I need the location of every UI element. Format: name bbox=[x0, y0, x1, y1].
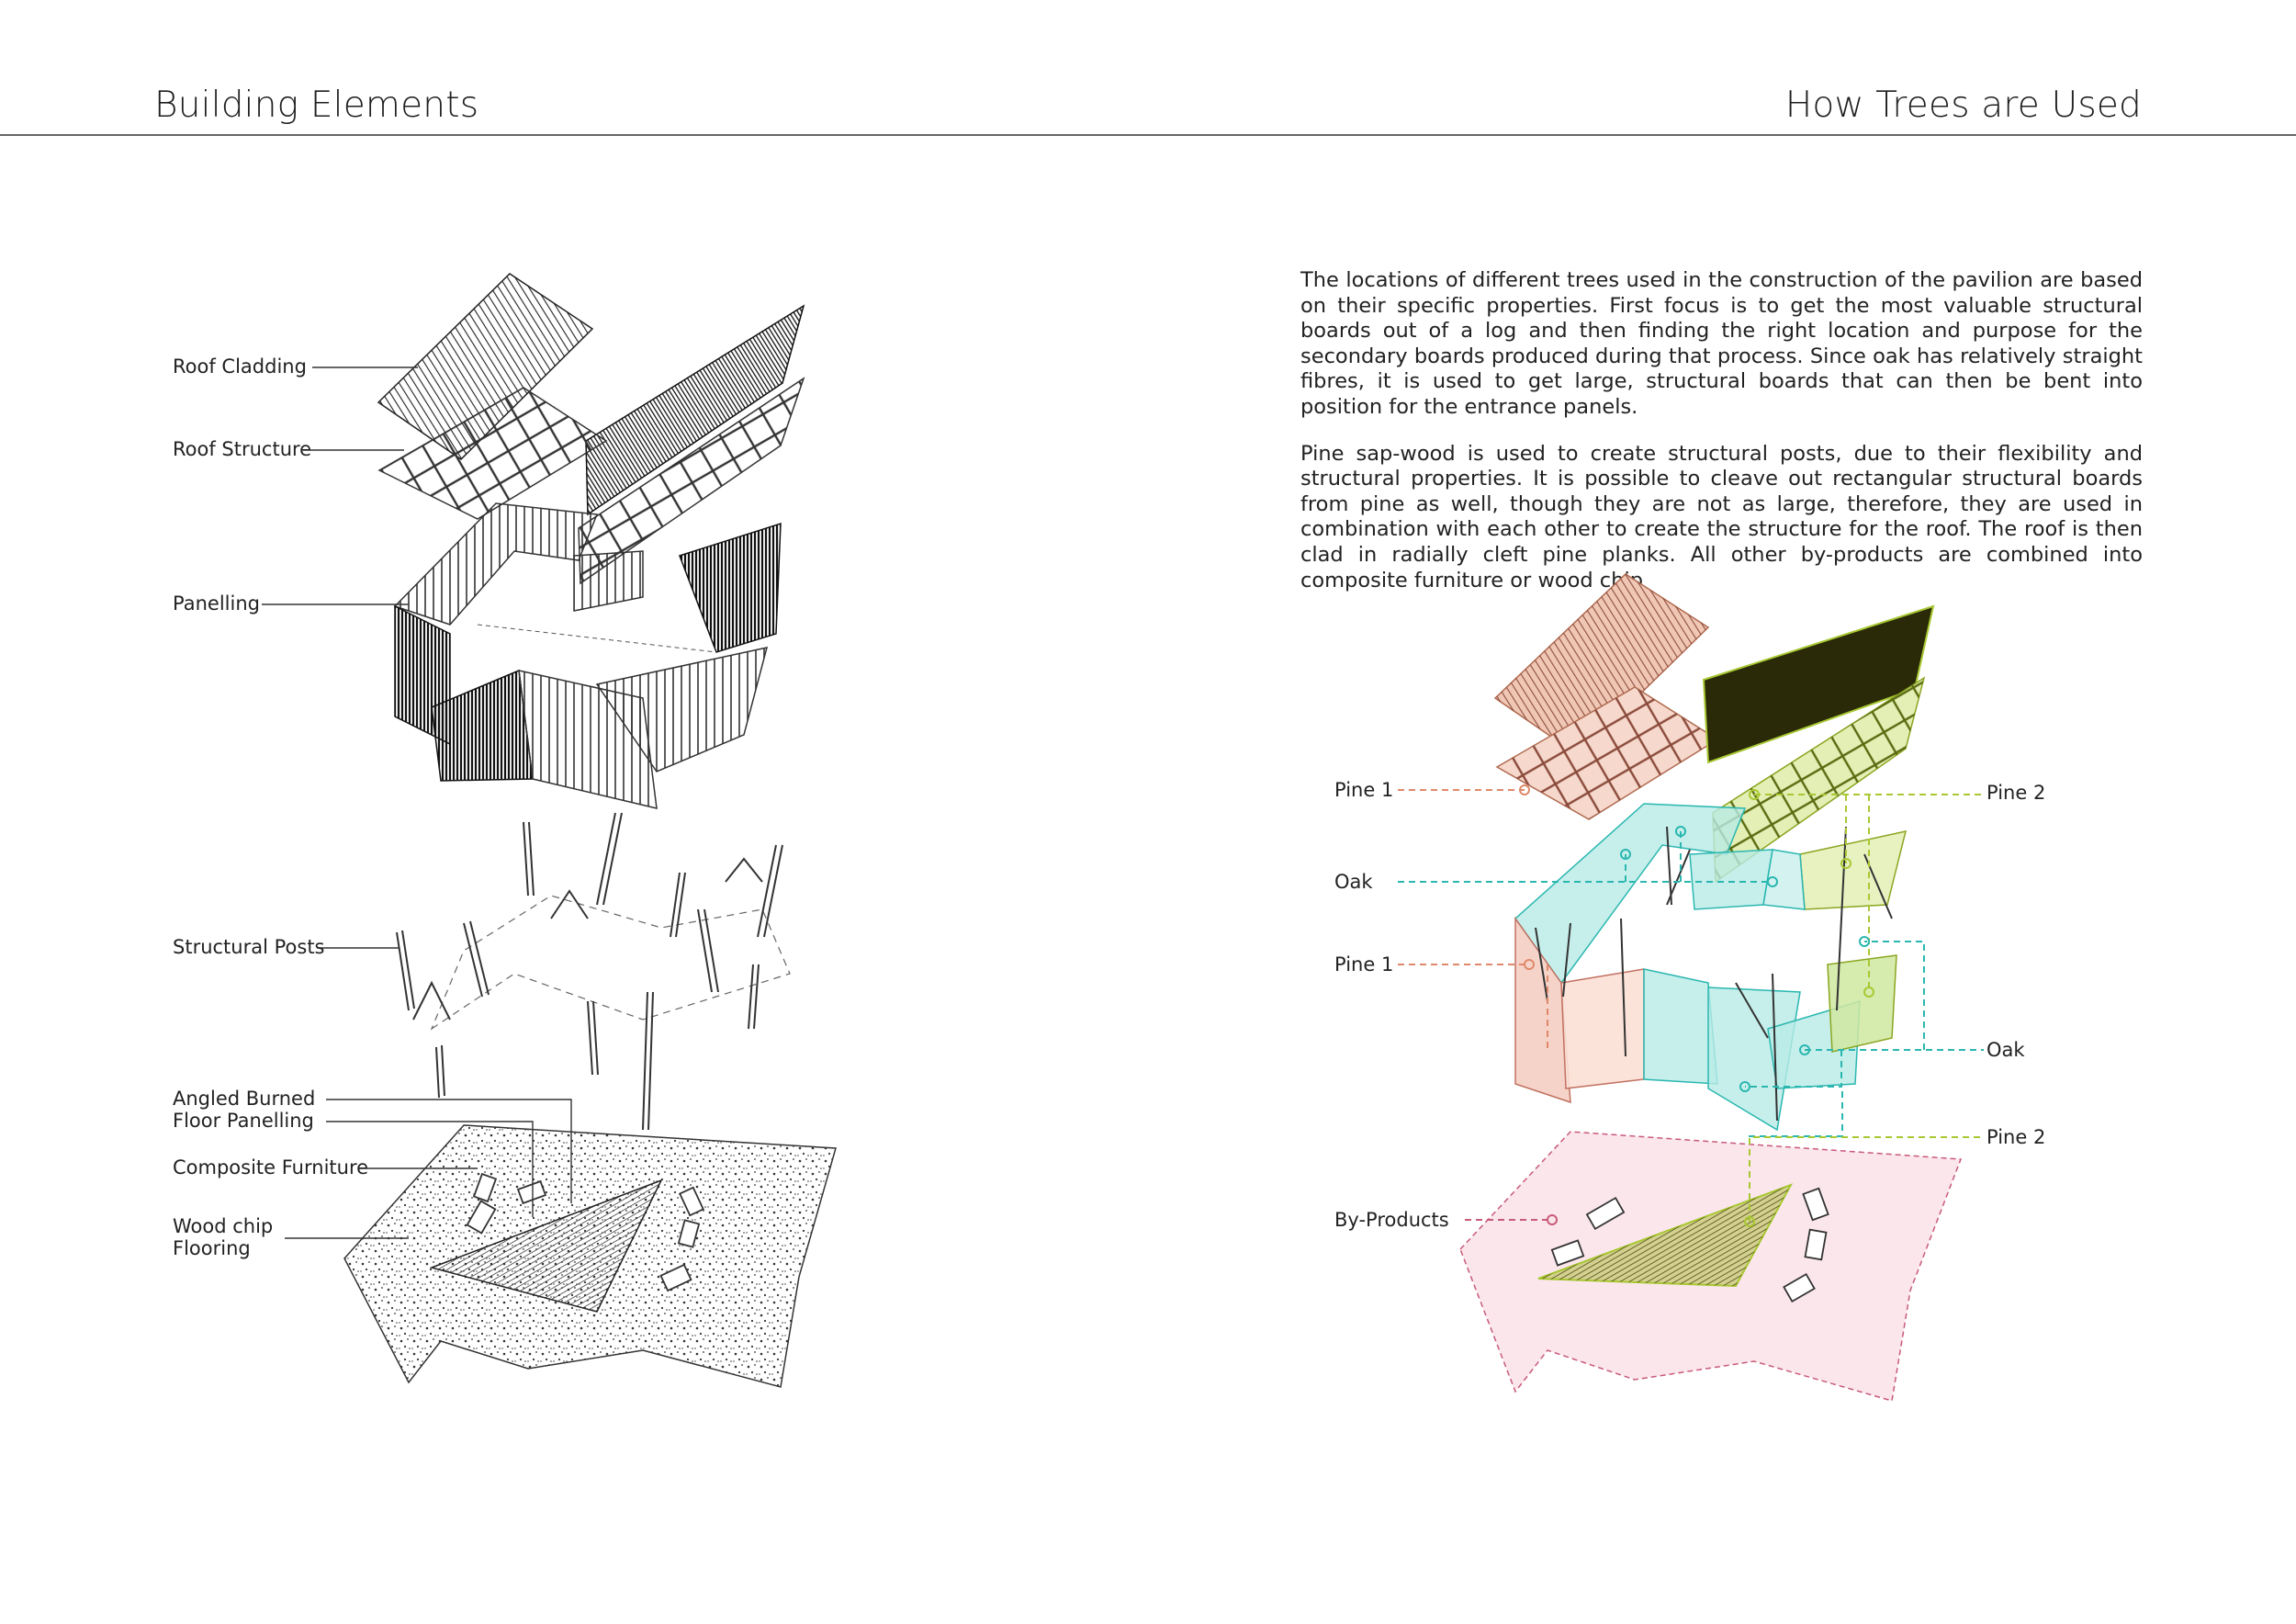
label-panelling: Panelling bbox=[173, 592, 260, 615]
roof-structure-drawing bbox=[377, 377, 805, 585]
header-rule bbox=[0, 134, 2296, 136]
label-oak-right: Oak bbox=[1986, 1039, 2025, 1061]
panels-drawing bbox=[1514, 803, 1908, 1132]
trees-diagram: Pine 1 Pine 2 Oak Pine 1 Oak Pine 2 By-P… bbox=[1334, 573, 2045, 1402]
label-floor-panelling-line1: Angled Burned bbox=[173, 1088, 315, 1110]
label-wood-chip-line2: Flooring bbox=[173, 1237, 251, 1259]
intro-paragraph-2: Pine sap-wood is used to create structur… bbox=[1300, 441, 2143, 592]
panelling-drawing bbox=[393, 502, 782, 809]
label-wood-chip-line1: Wood chip bbox=[173, 1215, 273, 1237]
label-by-products: By-Products bbox=[1334, 1209, 1449, 1231]
label-structural-posts: Structural Posts bbox=[173, 936, 325, 958]
posts-overlay bbox=[1535, 826, 1893, 1122]
tree-leader-lines bbox=[1398, 789, 1984, 1222]
label-pine2-roof: Pine 2 bbox=[1986, 782, 2045, 804]
roof-cladding-drawing bbox=[377, 273, 805, 516]
label-composite-furniture: Composite Furniture bbox=[173, 1156, 368, 1179]
label-floor-panelling-line2: Floor Panelling bbox=[173, 1110, 314, 1132]
label-roof-cladding: Roof Cladding bbox=[173, 355, 307, 378]
label-oak-top: Oak bbox=[1334, 871, 1373, 893]
label-pine1-roof: Pine 1 bbox=[1334, 779, 1393, 801]
label-pine2-floor: Pine 2 bbox=[1986, 1126, 2045, 1148]
byproducts-floor-drawing bbox=[1459, 1131, 1963, 1402]
building-elements-diagram: Roof Cladding Roof Structure Panelling S… bbox=[173, 273, 837, 1388]
pine2-roof-drawing bbox=[1702, 604, 1935, 884]
element-leader-lines bbox=[262, 367, 572, 1239]
label-pine1-panel: Pine 1 bbox=[1334, 953, 1393, 976]
structural-posts-drawing bbox=[396, 812, 791, 1131]
label-roof-structure: Roof Structure bbox=[173, 438, 311, 460]
tree-leader-markers bbox=[1519, 784, 1874, 1227]
page-title-right: How Trees are Used bbox=[1784, 85, 2142, 126]
wood-chip-floor-drawing bbox=[343, 1124, 837, 1388]
pine1-roof-drawing bbox=[1493, 573, 1719, 820]
tree-labels: Pine 1 Pine 2 Oak Pine 1 Oak Pine 2 By-P… bbox=[1334, 779, 2045, 1231]
page-title-left: Building Elements bbox=[154, 85, 479, 126]
element-labels: Roof Cladding Roof Structure Panelling S… bbox=[173, 355, 368, 1259]
intro-paragraph-1: The locations of different trees used in… bbox=[1300, 268, 2143, 419]
intro-text: The locations of different trees used in… bbox=[1300, 268, 2143, 615]
